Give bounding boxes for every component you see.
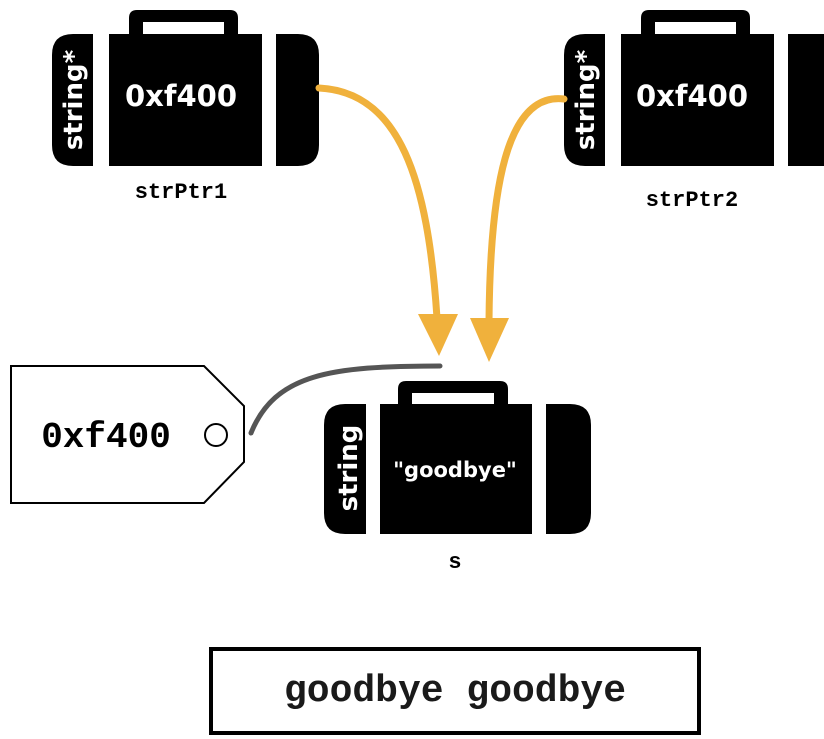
suitcase-s: string "goodbye" s [324, 381, 591, 575]
pointer-value: 0xf400 [125, 79, 237, 113]
type-label: string* [59, 49, 89, 150]
address-tag: 0xf400 [10, 363, 443, 504]
suitcase-side-panel [324, 404, 366, 534]
arrow-strptr2-to-s [485, 95, 568, 326]
suitcase-strptr2: string* 0xf400 strPtr2 [564, 10, 824, 213]
arrowhead-strptr2 [470, 318, 509, 362]
pointer-value: 0xf400 [636, 79, 748, 113]
variable-name: strPtr1 [135, 180, 227, 205]
suitcase-handle [641, 10, 750, 34]
tag-hole [204, 423, 228, 447]
suitcase-side-panel [564, 34, 605, 166]
arrow-strptr1-to-s [315, 84, 441, 322]
tag-address: 0xf400 [41, 417, 171, 458]
string-value: "goodbye" [393, 458, 517, 482]
suitcase-handle [398, 381, 508, 404]
type-label: string [334, 425, 364, 512]
suitcase-end-panel [546, 404, 591, 534]
variable-name: strPtr2 [646, 188, 738, 213]
variable-name: s [448, 550, 461, 575]
suitcase-side-panel [52, 34, 93, 166]
suitcase-end-panel [276, 34, 319, 166]
arrowhead-strptr1 [418, 314, 458, 356]
pointer-arrows [315, 84, 568, 362]
output-text: goodbye goodbye [283, 669, 627, 713]
output-box: goodbye goodbye [209, 647, 701, 735]
type-label: string* [571, 49, 601, 150]
suitcase-strptr1: string* 0xf400 strPtr1 [52, 10, 319, 205]
suitcase-body [109, 34, 262, 166]
suitcase-end-panel [788, 34, 824, 166]
tag-string [248, 363, 443, 436]
suitcase-handle [129, 10, 238, 34]
suitcase-body [380, 404, 532, 534]
tag-outline [10, 365, 245, 504]
suitcase-body [621, 34, 774, 166]
